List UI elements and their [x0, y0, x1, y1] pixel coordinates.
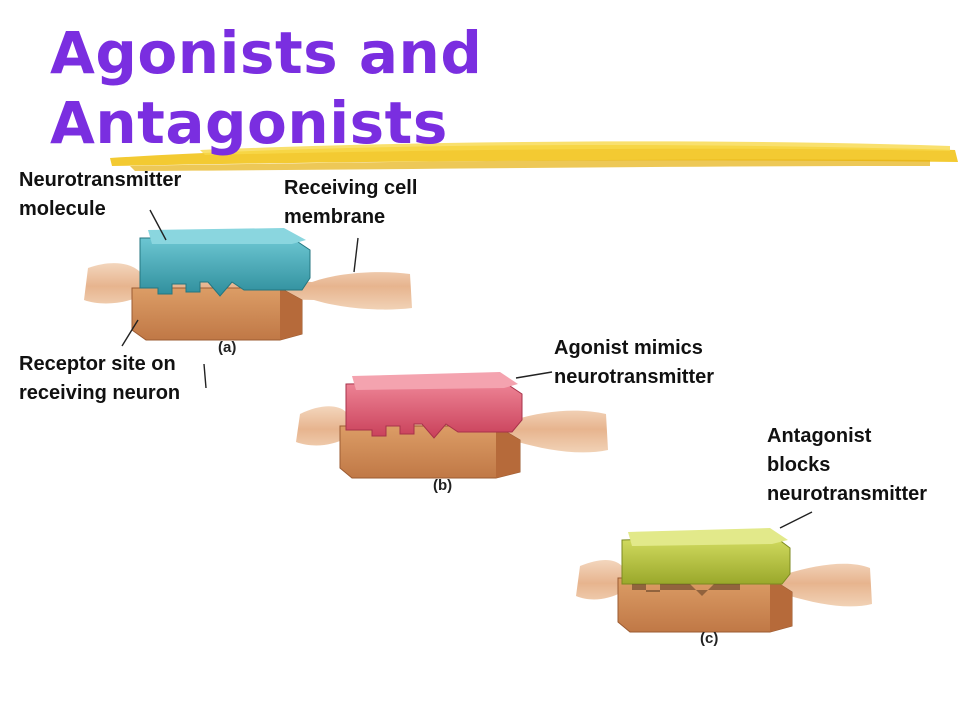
label-line: Receptor site on	[19, 353, 176, 375]
panel-b	[296, 371, 608, 479]
label-line: blocks	[767, 454, 831, 476]
label-agonist: Agonist mimics neurotransmitter	[554, 334, 714, 392]
receptor-c-side	[770, 578, 792, 632]
label-line: molecule	[19, 198, 106, 220]
pointer-membrane	[353, 237, 359, 273]
label-line: membrane	[284, 206, 386, 228]
label-line: Agonist mimics	[554, 337, 703, 359]
slide-title: Agonists and Antagonists	[50, 18, 482, 158]
pointer-neurotransmitter	[149, 209, 167, 241]
label-receptor-site: Receptor site on receiving neuron	[19, 350, 180, 408]
title-line-2: Antagonists	[50, 89, 448, 157]
label-antagonist: Antagonist blocks neurotransmitter	[767, 422, 927, 509]
receptor-a	[131, 287, 303, 341]
agonist-molecule-b	[345, 381, 523, 439]
label-line: Receiving cell	[284, 177, 418, 199]
label-line: neurotransmitter	[554, 366, 715, 388]
molecule-a-top	[148, 228, 306, 244]
panel-a	[84, 209, 412, 389]
panel-letter-b: (b)	[433, 477, 453, 494]
label-line: neurotransmitter	[767, 483, 928, 505]
molecule-b-top	[352, 372, 518, 390]
receptor-b-side	[496, 426, 520, 478]
blocked-receptor-shadow	[632, 584, 740, 596]
title-line-1: Agonists and	[50, 19, 483, 87]
panel-letter-a: (a)	[218, 339, 237, 356]
pointer-antagonist	[779, 511, 813, 529]
label-line: receiving neuron	[19, 382, 181, 404]
pointer-agonist	[515, 371, 553, 379]
label-receiving-cell-membrane: Receiving cell membrane	[284, 174, 417, 232]
label-neurotransmitter-molecule: Neurotransmitter molecule	[19, 166, 181, 224]
label-line: Antagonist	[767, 425, 872, 447]
title-highlight	[110, 141, 958, 171]
molecule-c-top	[628, 528, 788, 546]
panel-c	[576, 511, 872, 633]
neurotransmitter-molecule-a	[139, 237, 311, 297]
pointer-receptor-a	[121, 319, 139, 347]
receptor-a-side	[280, 288, 302, 340]
highlight-stroke-dark	[130, 159, 930, 171]
label-line: Neurotransmitter	[19, 169, 182, 191]
pointer-receptor-b	[203, 363, 207, 389]
panel-letter-c: (c)	[700, 630, 719, 647]
highlight-stroke-light	[200, 141, 950, 155]
